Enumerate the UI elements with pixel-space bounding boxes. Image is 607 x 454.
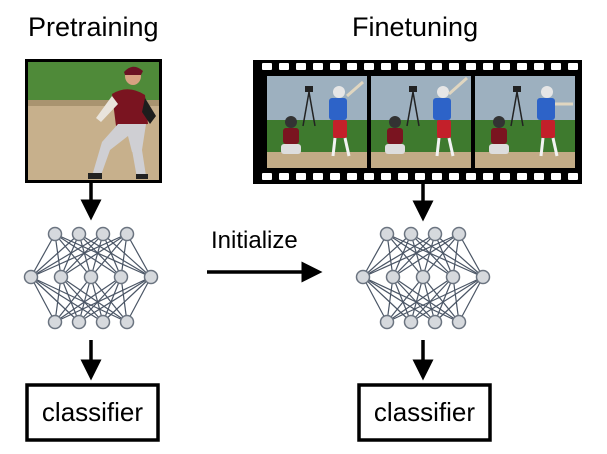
network-node [475,269,491,285]
sprocket-hole [415,173,425,180]
sprocket-hole [262,173,272,180]
sprocket-hole [347,173,357,180]
film-frame [475,76,575,168]
pretraining-network [23,226,159,330]
network-node [427,226,443,242]
classifier-box-left: classifier [25,383,160,442]
sprocket-hole [534,173,544,180]
sprocket-hole [517,63,527,70]
network-node [113,269,129,285]
pretraining-photo [25,59,162,183]
sprocket-hole [568,63,578,70]
network-node [403,314,419,330]
network-node [95,314,111,330]
classifier-box-right: classifier [357,383,492,442]
sprocket-hole [347,63,357,70]
classifier-label-left: classifier [42,397,143,427]
sprocket-hole [381,173,391,180]
film-frame [267,76,367,168]
sprocket-hole [330,63,340,70]
sprocket-hole [279,173,289,180]
network-node [143,269,159,285]
pitcher-figure [88,66,156,179]
sprocket-hole [500,63,510,70]
network-node [71,226,87,242]
network-node [95,226,111,242]
network-node [47,226,63,242]
finetuning-network [355,226,491,330]
sprocket-hole [432,173,442,180]
sprocket-hole [381,63,391,70]
pretraining-title: Pretraining [28,12,159,42]
sprocket-hole [551,63,561,70]
sprocket-hole [551,173,561,180]
network-node [379,226,395,242]
sprocket-hole [517,173,527,180]
sprocket-hole [313,173,323,180]
film-frame [371,76,471,168]
network-node [119,226,135,242]
network-node [403,226,419,242]
sprocket-hole [483,173,493,180]
network-node [451,314,467,330]
sprocket-hole [398,173,408,180]
sprocket-hole [364,63,374,70]
classifier-label-right: classifier [374,397,475,427]
network-node [451,226,467,242]
finetuning-film-strip [253,60,582,184]
sprocket-hole [364,173,374,180]
network-node [385,269,401,285]
sprocket-hole [449,173,459,180]
network-node [83,269,99,285]
sprocket-hole [568,173,578,180]
network-node [415,269,431,285]
sprocket-hole [313,63,323,70]
network-node [445,269,461,285]
sprocket-hole [279,63,289,70]
network-node [379,314,395,330]
sprocket-hole [466,173,476,180]
finetuning-title: Finetuning [352,12,479,42]
sprocket-hole [262,63,272,70]
network-node [71,314,87,330]
network-node [119,314,135,330]
network-edges [30,233,152,323]
initialize-label: Initialize [211,227,298,254]
network-node [23,269,39,285]
network-node [47,314,63,330]
network-node [53,269,69,285]
sprocket-hole [449,63,459,70]
sprocket-hole [330,173,340,180]
sprocket-hole [296,63,306,70]
sprocket-hole [432,63,442,70]
sprocket-hole [398,63,408,70]
sprocket-hole [534,63,544,70]
film-sprockets-bottom [262,173,578,180]
network-edges [362,233,484,323]
network-node [355,269,371,285]
sprocket-hole [415,63,425,70]
film-sprockets-top [262,63,578,70]
network-node [427,314,443,330]
sprocket-hole [500,173,510,180]
sprocket-hole [466,63,476,70]
sprocket-hole [296,173,306,180]
sprocket-hole [483,63,493,70]
